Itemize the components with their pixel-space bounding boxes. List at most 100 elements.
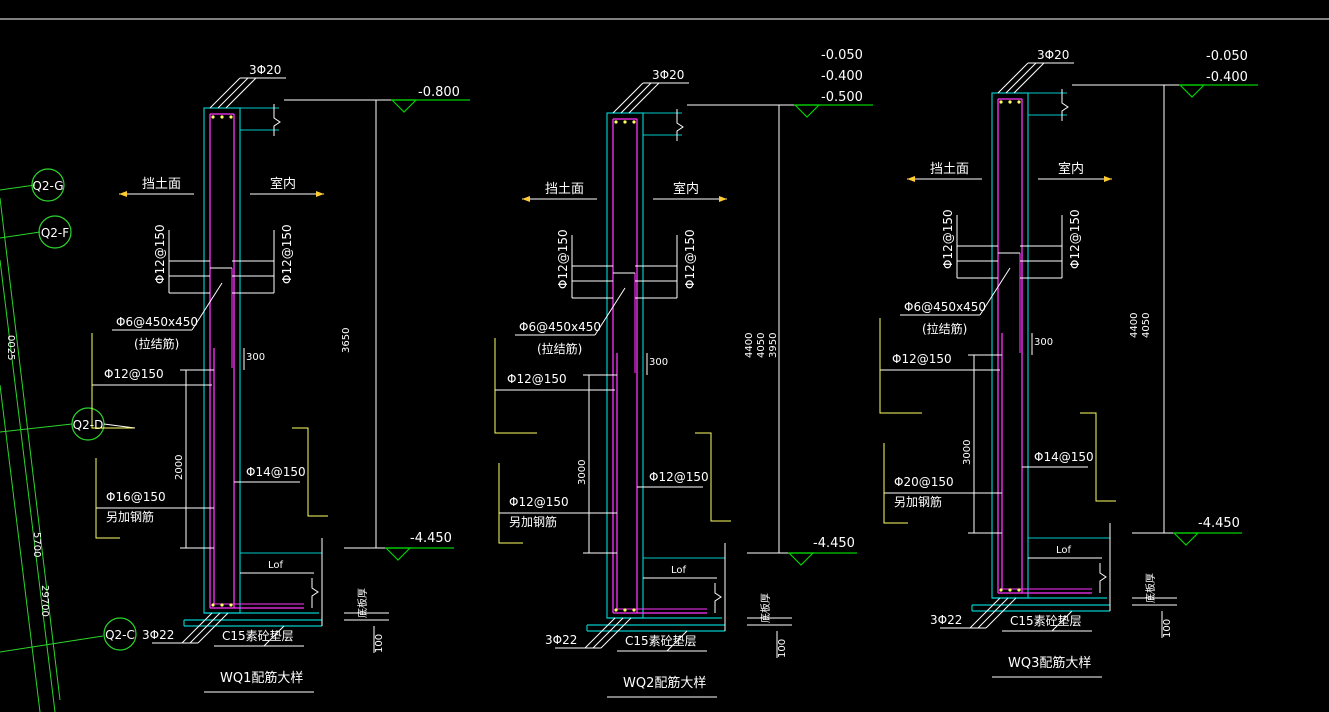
top-bars-leader [209, 77, 241, 109]
axis-tick-c [0, 635, 104, 653]
rebar-dot [1008, 588, 1012, 592]
lof-break-symbol [311, 578, 319, 608]
cushion-leader [1051, 610, 1073, 632]
elevation-bottom: -4.450 [787, 536, 857, 566]
tie-leader [594, 287, 626, 336]
elevation-top: -0.800 [390, 85, 470, 113]
axis-dim-text: 29700 [39, 585, 50, 617]
axis-bubble-circle [103, 617, 137, 651]
extra-bracket [95, 458, 120, 539]
cushion-label: C15素砼垫层 [222, 628, 294, 643]
wall-detail-3[interactable]: 3Φ20 挡土面 室内 Φ12@150 Φ12@150 Φ6@450x450 (… [879, 48, 1258, 678]
dim-300: 300 [649, 357, 668, 368]
soil-arrow-icon [522, 196, 530, 202]
cushion-label: C15素砼垫层 [625, 633, 697, 648]
detail-title: WQ1配筋大样 [220, 670, 303, 686]
bottom-bars-leader [985, 597, 1017, 629]
top-bars-leader [217, 77, 249, 109]
lof-label: Lof [671, 565, 687, 576]
slab-label: 底板厚 [759, 593, 772, 623]
soil-arrow-icon [119, 191, 127, 197]
axis-bubble-q2-c[interactable]: Q2-C [103, 617, 137, 651]
total-dim-label: 3650 [341, 328, 352, 353]
top-bars-leader [620, 82, 652, 114]
lof-break-symbol [1099, 563, 1107, 593]
top-bars-label: 3Φ20 [652, 68, 684, 82]
soil-side-label: 挡土面 [545, 182, 584, 197]
top-bars-leader [1013, 62, 1045, 94]
indoor-arrow-icon [719, 196, 727, 202]
vert-left-label: Φ12@150 [556, 229, 570, 289]
dim-extra: 2000 [174, 455, 185, 480]
dim-300: 300 [246, 352, 265, 363]
total-dims: 3650 [341, 328, 352, 353]
rebar-dot [999, 100, 1003, 104]
wall-detail-1[interactable]: 3Φ20 挡土面 室内 Φ12@150 Φ12@150 Φ6@450x450 (… [91, 63, 470, 693]
total-dim-label: 4400 [744, 333, 755, 358]
axis-bubble-q2-f[interactable]: Q2-F [38, 215, 72, 249]
horiz-inner-bracket [695, 432, 731, 522]
horiz-inner-label: Φ12@150 [649, 470, 709, 484]
bottom-bars-leader [584, 617, 616, 649]
axis-leader [103, 423, 136, 429]
indoor-side-label: 室内 [673, 181, 699, 197]
detail-title: WQ2配筋大样 [623, 675, 706, 691]
top-bars-leader [1005, 62, 1037, 94]
indoor-side-label: 室内 [1058, 161, 1084, 177]
dim-300: 300 [1034, 337, 1053, 348]
detail-title: WQ3配筋大样 [1008, 655, 1091, 671]
rebar-dot [220, 603, 224, 607]
elevation-bottom-label: -4.450 [410, 531, 452, 546]
axis-label: Q2-G [32, 179, 63, 193]
top-break-symbol [1061, 89, 1069, 121]
soil-arrow-icon [907, 176, 915, 182]
tie-leader [979, 267, 1011, 316]
cushion-leader [666, 630, 688, 652]
soil-side-label: 挡土面 [930, 162, 969, 177]
extra-bracket [883, 443, 908, 524]
tie-note: (拉结筋) [537, 341, 582, 356]
bottom-bars-leader [197, 612, 229, 644]
extra-label: Φ16@150 [106, 490, 166, 504]
horiz-outer-label: Φ12@150 [104, 367, 164, 381]
top-break-symbol [273, 104, 281, 136]
axis-line-third [0, 384, 41, 712]
lof-label: Lof [1056, 545, 1072, 556]
vert-right-label: Φ12@150 [683, 229, 697, 289]
axis-line-inner [0, 259, 56, 712]
soil-side-label: 挡土面 [142, 177, 181, 192]
rebar-dot [999, 588, 1003, 592]
vert-left-label: Φ12@150 [941, 209, 955, 269]
top-break-symbol [676, 109, 684, 141]
lof-label: Lof [268, 560, 284, 571]
elevation-top: -0.050-0.400-0.500 [793, 48, 873, 118]
axis-bubble-q2-g[interactable]: Q2-G [31, 168, 65, 202]
bottom-bars-leader [969, 597, 1001, 629]
horiz-inner-bracket [1080, 412, 1116, 502]
elevation-top-label: -0.800 [418, 85, 460, 100]
extra-note: 另加钢筋 [509, 514, 557, 529]
bottom-bars-leader [592, 617, 624, 649]
horiz-inner-bracket [292, 427, 328, 517]
wall-detail-2[interactable]: 3Φ20 挡土面 室内 Φ12@150 Φ12@150 Φ6@450x450 (… [494, 48, 873, 698]
vert-right-label: Φ12@150 [280, 224, 294, 284]
rebar-dot [229, 115, 233, 119]
elevation-top-label: -0.500 [821, 90, 863, 105]
bottom-bars-leader [600, 617, 632, 649]
elevation-top-label: -0.400 [821, 69, 863, 84]
tie-label: Φ6@450x450 [519, 320, 601, 334]
bottom-bars-leader [977, 597, 1009, 629]
horiz-outer-label: Φ12@150 [507, 372, 567, 386]
dim-100: 100 [777, 639, 788, 658]
horiz-outer-bracket [91, 333, 134, 429]
bottom-bars-leader [189, 612, 221, 644]
axis-tick-d [0, 423, 73, 433]
elevation-top: -0.050-0.400 [1178, 49, 1258, 98]
cushion-label: C15素砼垫层 [1010, 613, 1082, 628]
rebar-dot [614, 608, 618, 612]
axis-grid: Q2-G Q2-F Q2-D Q2-C 0025 5700 29700 [0, 168, 137, 712]
total-dim-label: 4400 [1129, 313, 1140, 338]
extra-label: Φ12@150 [509, 495, 569, 509]
